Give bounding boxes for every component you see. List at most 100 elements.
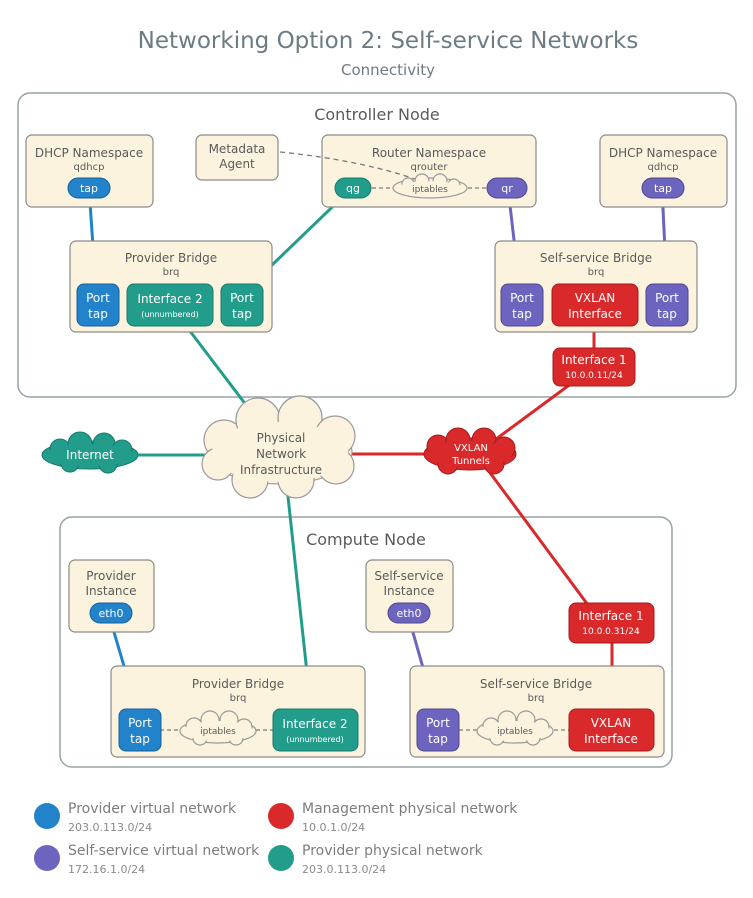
ctrl-pb-port2-a: Port xyxy=(230,291,254,305)
metadata-line1: Metadata xyxy=(209,142,266,156)
selfservice-instance-line2: Instance xyxy=(383,584,434,598)
compute-ss-sub: brq xyxy=(528,693,545,704)
compute-iface1-ip: 10.0.0.31/24 xyxy=(582,627,640,637)
selfservice-instance-eth0-pill xyxy=(387,602,431,624)
compute-ss-vxlan-interface xyxy=(568,708,655,752)
legend-provider-physical-dot xyxy=(268,845,294,871)
compute-ss-iptables-label: iptables xyxy=(497,727,533,737)
dhcp-left-sub: qdhcp xyxy=(74,162,105,173)
qg-pill xyxy=(334,177,372,199)
compute-pb-iface-a: Interface 2 xyxy=(282,717,347,731)
provider-instance-eth0: eth0 xyxy=(98,607,123,620)
compute-ss-port-tap xyxy=(416,708,460,752)
controller-node-title: Controller Node xyxy=(314,105,440,124)
compute-ss-title: Self-service Bridge xyxy=(480,677,592,691)
legend-provider-physical-name: Provider physical network xyxy=(302,843,483,859)
compute-pb-port-tap xyxy=(118,708,162,752)
ctrl-ss-port1-b: tap xyxy=(512,307,532,321)
link-tunnels-to-compute-iface1 xyxy=(486,469,590,606)
ctrl-ss-port2-a: Port xyxy=(655,291,679,305)
ctrl-iface1-name: Interface 1 xyxy=(561,353,626,367)
router-sub: qrouter xyxy=(411,162,449,173)
ctrl-pb-port2-b: tap xyxy=(232,307,252,321)
legend-provider-virtual-name: Provider virtual network xyxy=(68,801,237,817)
vxlan-tunnels-line1: VXLAN xyxy=(454,443,488,454)
dhcp-left-tap-label: tap xyxy=(80,182,98,195)
ctrl-ss-port1-a: Port xyxy=(510,291,534,305)
internet-cloud xyxy=(41,431,139,474)
ctrl-ss-bridge-title: Self-service Bridge xyxy=(540,251,652,265)
ctrl-ss-port-tap-2 xyxy=(645,283,689,327)
legend-management-physical-sub: 10.0.1.0/24 xyxy=(302,821,366,834)
dhcp-namespace-left xyxy=(25,134,154,208)
legend-management-physical-name: Management physical network xyxy=(302,801,518,817)
compute-pb-iface-b: (unnumbered) xyxy=(286,735,343,744)
ctrl-ss-port-tap-1 xyxy=(500,283,544,327)
compute-pb-iptables-label: iptables xyxy=(200,727,236,737)
dhcp-namespace-right xyxy=(599,134,728,208)
ctrl-provider-bridge-sub: brq xyxy=(163,267,180,278)
compute-ss-vxlan-b: Interface xyxy=(584,732,638,746)
ctrl-pb-iface-b: (unnumbered) xyxy=(141,310,198,319)
selfservice-instance-line1: Self-service xyxy=(374,569,443,583)
ctrl-provider-bridge-title: Provider Bridge xyxy=(125,251,217,265)
dhcp-right-title: DHCP Namespace xyxy=(609,146,717,160)
compute-pb-sub: brq xyxy=(230,693,247,704)
qr-pill xyxy=(486,177,528,199)
dhcp-right-tap-label: tap xyxy=(654,182,672,195)
legend-management-physical-dot xyxy=(268,803,294,829)
provider-instance-line2: Instance xyxy=(85,584,136,598)
dhcp-left-tap-pill xyxy=(67,177,111,199)
ctrl-pb-port1-b: tap xyxy=(88,307,108,321)
compute-node-title: Compute Node xyxy=(306,530,426,549)
diagram-subtitle: Connectivity xyxy=(341,61,435,79)
selfservice-instance-eth0: eth0 xyxy=(396,607,421,620)
compute-iface1-name: Interface 1 xyxy=(578,609,643,623)
compute-ss-iptables-cloud xyxy=(476,710,554,746)
link-ctrl-iface1-to-tunnels xyxy=(487,381,573,447)
compute-ss-vxlan-a: VXLAN xyxy=(591,716,632,730)
ctrl-pb-port1-a: Port xyxy=(86,291,110,305)
dhcp-right-sub: qdhcp xyxy=(648,162,679,173)
ctrl-ss-vxlan-a: VXLAN xyxy=(575,291,616,305)
ctrl-ss-port2-b: tap xyxy=(657,307,677,321)
legend-provider-virtual: Provider virtual network 203.0.113.0/24 xyxy=(34,801,284,841)
compute-ss-port-b: tap xyxy=(428,732,448,746)
router-namespace-box xyxy=(321,134,537,208)
ctrl-ss-vxlan-interface xyxy=(551,283,639,327)
compute-pb-interface2 xyxy=(272,708,359,752)
metadata-agent-box xyxy=(195,134,279,181)
ctrl-provider-port-tap-2 xyxy=(220,283,264,327)
legend-selfservice-virtual-name: Self-service virtual network xyxy=(68,843,260,859)
dhcp-right-tap-pill xyxy=(641,177,685,199)
ctrl-ss-bridge-sub: brq xyxy=(588,267,605,278)
compute-ss-port-a: Port xyxy=(426,716,450,730)
legend-selfservice-virtual-sub: 172.16.1.0/24 xyxy=(68,863,146,876)
ctrl-iface1-ip: 10.0.0.11/24 xyxy=(565,371,623,381)
legend-provider-virtual-sub: 203.0.113.0/24 xyxy=(68,821,153,834)
internet-label: Internet xyxy=(66,448,114,462)
link-ctrl-iface2-to-physical xyxy=(178,317,258,419)
metadata-line2: Agent xyxy=(219,157,255,171)
vxlan-tunnels-line2: Tunnels xyxy=(451,456,490,467)
qr-label: qr xyxy=(501,182,513,195)
ctrl-provider-interface2 xyxy=(126,283,214,327)
ctrl-provider-port-tap-1 xyxy=(76,283,120,327)
legend-provider-physical-sub: 203.0.113.0/24 xyxy=(302,863,387,876)
physical-line1: Physical xyxy=(257,431,306,445)
vxlan-tunnels-cloud xyxy=(423,427,517,475)
legend-provider-physical: Provider physical network 203.0.113.0/24 xyxy=(268,843,518,883)
metadata-to-iptables-dashed xyxy=(279,151,419,181)
router-iptables-cloud xyxy=(392,173,468,199)
qg-label: qg xyxy=(346,182,360,195)
diagram-title: Networking Option 2: Self-service Networ… xyxy=(138,28,639,54)
legend-selfservice-virtual: Self-service virtual network 172.16.1.0/… xyxy=(34,843,284,883)
router-iptables-label: iptables xyxy=(412,185,448,195)
ctrl-interface1 xyxy=(552,347,636,387)
ctrl-ss-vxlan-b: Interface xyxy=(568,307,622,321)
legend-provider-virtual-dot xyxy=(34,803,60,829)
compute-pb-title: Provider Bridge xyxy=(192,677,284,691)
provider-instance-line1: Provider xyxy=(86,569,135,583)
provider-instance-eth0-pill xyxy=(89,602,133,624)
